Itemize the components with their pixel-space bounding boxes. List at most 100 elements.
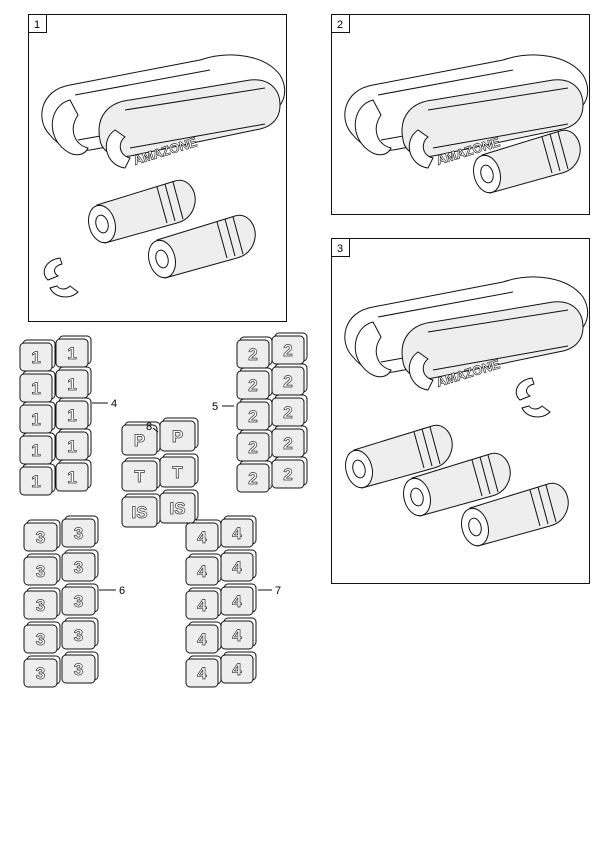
- key-glyph: 4: [197, 596, 207, 615]
- key-cap: 1: [55, 366, 92, 399]
- key-cap: P: [159, 417, 199, 452]
- key-glyph: 2: [283, 434, 292, 453]
- key-cap: 4: [185, 553, 222, 586]
- key-glyph: 2: [248, 469, 257, 488]
- key-cap: 2: [236, 429, 273, 462]
- key-cap: IS: [159, 489, 199, 524]
- key-glyph: 2: [248, 438, 257, 457]
- key-cap: 2: [236, 460, 273, 493]
- key-cap: T: [159, 453, 199, 488]
- key-glyph: 2: [248, 345, 257, 364]
- callout-number: 6: [119, 585, 125, 597]
- key-cap: 1: [55, 459, 92, 492]
- key-cap: 3: [23, 655, 61, 688]
- key-glyph: 1: [31, 379, 40, 398]
- key-cap: 3: [23, 519, 61, 552]
- key-cap: T: [121, 457, 161, 492]
- key-glyph: 4: [232, 626, 242, 645]
- key-glyph: 1: [31, 472, 40, 491]
- panel-3: 3 AMAZONE: [331, 238, 590, 584]
- key-glyph: 4: [232, 558, 242, 577]
- key-glyph: IS: [131, 503, 147, 522]
- key-cap: 2: [271, 425, 308, 458]
- key-glyph: 2: [283, 465, 292, 484]
- key-cap: 1: [19, 432, 56, 465]
- key-glyph: IS: [169, 499, 185, 518]
- callout-number: 8: [146, 421, 152, 433]
- key-cap: 1: [19, 401, 56, 434]
- panel-2: 2 AMAZONE: [331, 14, 590, 215]
- key-cap: 2: [271, 332, 308, 365]
- key-cap: 3: [61, 515, 99, 548]
- key-glyph: 1: [67, 406, 76, 425]
- key-cap: 1: [19, 339, 56, 372]
- key-glyph: 1: [31, 410, 40, 429]
- key-glyph: 4: [232, 660, 242, 679]
- key-cap: 3: [61, 583, 99, 616]
- key-cap: 1: [19, 370, 56, 403]
- key-glyph: 3: [74, 558, 83, 577]
- key-glyph: P: [134, 431, 145, 450]
- key-cap: 4: [220, 549, 257, 582]
- key-glyph: T: [172, 463, 183, 482]
- key-glyph: 4: [197, 664, 207, 683]
- panel-number: 2: [337, 19, 343, 31]
- key-group-6: 3 3 3 3 3 3 3 3 3 3 6: [23, 515, 125, 688]
- key-cap: 1: [55, 428, 92, 461]
- key-glyph: 3: [74, 626, 83, 645]
- panel-1: 1 AMAZONE: [28, 14, 287, 322]
- key-glyph: 4: [197, 562, 207, 581]
- key-glyph: 4: [232, 524, 242, 543]
- key-glyph: 3: [36, 630, 45, 649]
- key-cap: 4: [220, 617, 257, 650]
- key-cap: 3: [23, 621, 61, 654]
- callout-number: 7: [275, 585, 281, 597]
- key-glyph: 2: [283, 372, 292, 391]
- key-glyph: 1: [67, 344, 76, 363]
- key-glyph: 3: [36, 562, 45, 581]
- key-glyph: 2: [248, 376, 257, 395]
- key-glyph: 3: [74, 592, 83, 611]
- key-cap: 1: [55, 397, 92, 430]
- key-glyph: 1: [67, 375, 76, 394]
- key-cap: 3: [23, 553, 61, 586]
- key-group-5: 2 2 2 2 2 2 2 2 2 2 5: [212, 332, 308, 493]
- key-cap: 4: [185, 621, 222, 654]
- key-glyph: 2: [248, 407, 257, 426]
- key-cap: 4: [185, 587, 222, 620]
- key-glyph: 1: [31, 348, 40, 367]
- key-cap: 4: [185, 655, 222, 688]
- key-glyph: 4: [197, 528, 207, 547]
- key-glyph: 3: [36, 596, 45, 615]
- key-glyph: 4: [197, 630, 207, 649]
- key-glyph: 1: [67, 437, 76, 456]
- key-cap: 4: [185, 519, 222, 552]
- callout-leader: [152, 427, 159, 433]
- key-glyph: 3: [74, 524, 83, 543]
- key-cap: 4: [220, 515, 257, 548]
- callout-number: 5: [212, 401, 218, 413]
- key-glyph: 3: [36, 664, 45, 683]
- key-glyph: 3: [36, 528, 45, 547]
- key-cap: 3: [61, 651, 99, 684]
- key-glyph: 3: [74, 660, 83, 679]
- callout-number: 4: [111, 398, 117, 410]
- key-cap: 2: [271, 363, 308, 396]
- key-glyph: 2: [283, 341, 292, 360]
- key-glyph: T: [134, 467, 145, 486]
- key-glyph: P: [172, 427, 183, 446]
- key-cap: 2: [236, 367, 273, 400]
- key-glyph: 4: [232, 592, 242, 611]
- key-cap: 3: [61, 617, 99, 650]
- panel-number: 1: [34, 19, 40, 31]
- key-group-7: 4 4 4 4 4 4 4 4 4 4 7: [185, 515, 281, 688]
- key-cap: 2: [236, 398, 273, 431]
- key-cap: 3: [23, 587, 61, 620]
- key-cap: P: [121, 421, 161, 456]
- clip-illustration: [43, 257, 79, 298]
- key-glyph: 2: [283, 403, 292, 422]
